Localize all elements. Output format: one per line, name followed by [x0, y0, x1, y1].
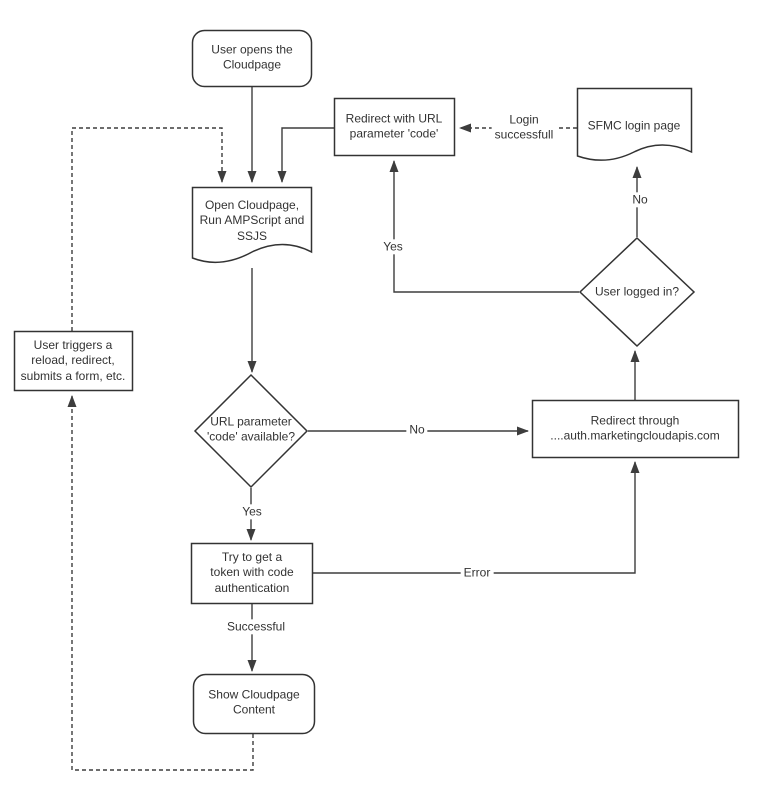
node-redirect-through-marketingcloudapis: Redirect through ....auth.marketingcloud…	[550, 413, 720, 443]
shape-process-redirect-through	[531, 399, 740, 459]
edge-redirect-code-to-open-cloudpage	[277, 127, 334, 183]
node-user-triggers-reload: User triggers a reload, redirect, submit…	[20, 337, 126, 383]
edge-label-yes-login: Yes	[380, 239, 406, 255]
node-sfmc-login-page: SFMC login page	[587, 118, 681, 133]
edge-user-logged-in-yes-to-redirect-code	[389, 160, 579, 293]
edge-label-no-login: No	[629, 192, 651, 208]
edge-label-error: Error	[460, 565, 494, 581]
edge-label-login-successful: Login successfull	[491, 112, 557, 144]
edge-try-token-error-to-redirect-through	[313, 461, 640, 574]
edge-show-content-to-user-triggers	[67, 395, 254, 771]
shape-document-sfmc-login	[576, 87, 693, 161]
shape-decision-user-logged-in	[578, 236, 696, 348]
node-redirect-with-url-code: Redirect with URL parameter 'code'	[345, 111, 443, 141]
node-url-parameter-code-available: URL parameter 'code' available?	[207, 414, 295, 444]
edge-label-successful: Successful	[223, 619, 289, 635]
edge-label-yes-code: Yes	[239, 504, 265, 520]
shape-terminator-show-content	[192, 673, 316, 735]
node-user-opens-cloudpage: User opens the Cloudpage	[211, 42, 293, 72]
shape-process-try-token	[190, 542, 314, 605]
shape-document-open-cloudpage	[191, 186, 313, 264]
node-user-logged-in: User logged in?	[594, 284, 680, 299]
shape-terminator-user-opens	[191, 29, 313, 88]
node-show-cloudpage-content: Show Cloudpage Content	[208, 687, 300, 717]
node-try-get-token: Try to get a token with code authenticat…	[210, 549, 294, 595]
node-open-cloudpage-run-ampscript: Open Cloudpage, Run AMPScript and SSJS	[199, 197, 305, 243]
edge-user-triggers-to-open-cloudpage	[71, 127, 227, 331]
shape-decision-url-code	[193, 373, 309, 489]
shape-process-user-triggers	[13, 330, 134, 392]
shape-process-redirect-code	[333, 97, 456, 157]
edge-label-no-code: No	[406, 422, 428, 438]
